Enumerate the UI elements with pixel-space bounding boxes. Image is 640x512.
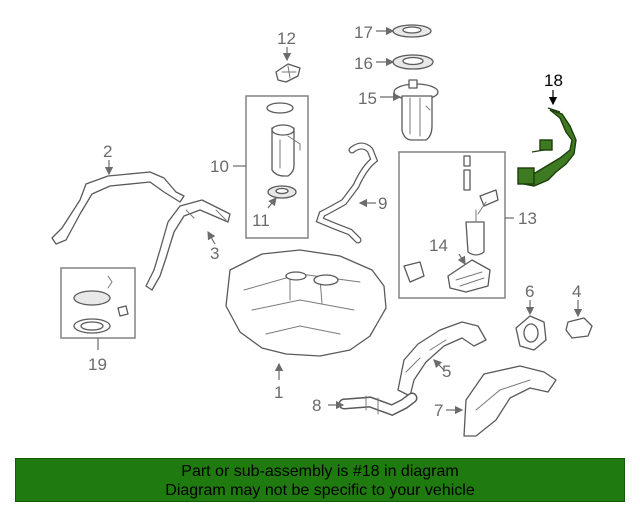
label-4: 4 <box>572 282 581 301</box>
label-19: 19 <box>88 355 107 374</box>
part-17-lock-ring[interactable] <box>392 24 432 38</box>
part-11-seal[interactable] <box>267 185 297 199</box>
label-16: 16 <box>354 54 373 73</box>
part-18-wire-harness[interactable] <box>517 107 577 187</box>
part-9-vent-hose[interactable] <box>315 142 379 244</box>
notice-line-disclaimer: Diagram may not be specific to your vehi… <box>165 482 475 499</box>
label-7: 7 <box>434 401 443 420</box>
label-15: 15 <box>358 89 377 108</box>
label-2: 2 <box>103 142 112 161</box>
label-10: 10 <box>210 157 229 176</box>
part-10-filter-assembly[interactable] <box>266 102 301 177</box>
part-2-tank-strap[interactable] <box>51 171 185 245</box>
assembly-box-10 <box>245 95 309 239</box>
part-14-pump-base[interactable] <box>447 259 491 293</box>
label-1: 1 <box>274 383 283 402</box>
part-13-pump-components[interactable] <box>403 155 499 283</box>
part-1-fuel-tank[interactable] <box>225 249 387 357</box>
label-17: 17 <box>354 23 373 42</box>
label-9: 9 <box>378 194 387 213</box>
part-4-fuel-cap[interactable] <box>565 317 593 339</box>
label-3: 3 <box>210 244 219 263</box>
label-14: 14 <box>429 236 448 255</box>
fuel-system-exploded-diagram: 17 16 15 12 10 11 2 3 9 13 14 1 5 6 4 7 … <box>51 23 593 437</box>
part-7-heat-shield[interactable] <box>463 365 557 437</box>
notice-line-part: Part or sub-assembly is #18 in diagram <box>181 463 459 480</box>
label-5: 5 <box>442 362 451 381</box>
part-12-fuel-valve[interactable] <box>275 63 301 83</box>
part-15-fuel-pump-module[interactable] <box>393 79 439 141</box>
label-6: 6 <box>525 282 534 301</box>
label-8: 8 <box>312 396 321 415</box>
label-13: 13 <box>518 209 537 228</box>
highlight-notice-banner: Part or sub-assembly is #18 in diagram D… <box>15 458 625 502</box>
part-3-tank-strap[interactable] <box>145 199 231 291</box>
part-5-filler-pipe[interactable] <box>397 321 487 397</box>
assembly-box-13 <box>398 151 506 299</box>
part-6-filler-cap[interactable] <box>515 315 547 351</box>
part-8-filler-hose[interactable] <box>338 392 418 416</box>
label-12: 12 <box>277 29 296 48</box>
part-19-seal-kit[interactable] <box>73 275 129 334</box>
part-16-gasket[interactable] <box>392 54 434 70</box>
label-11: 11 <box>252 211 270 230</box>
label-18-highlighted: 18 <box>544 71 563 90</box>
